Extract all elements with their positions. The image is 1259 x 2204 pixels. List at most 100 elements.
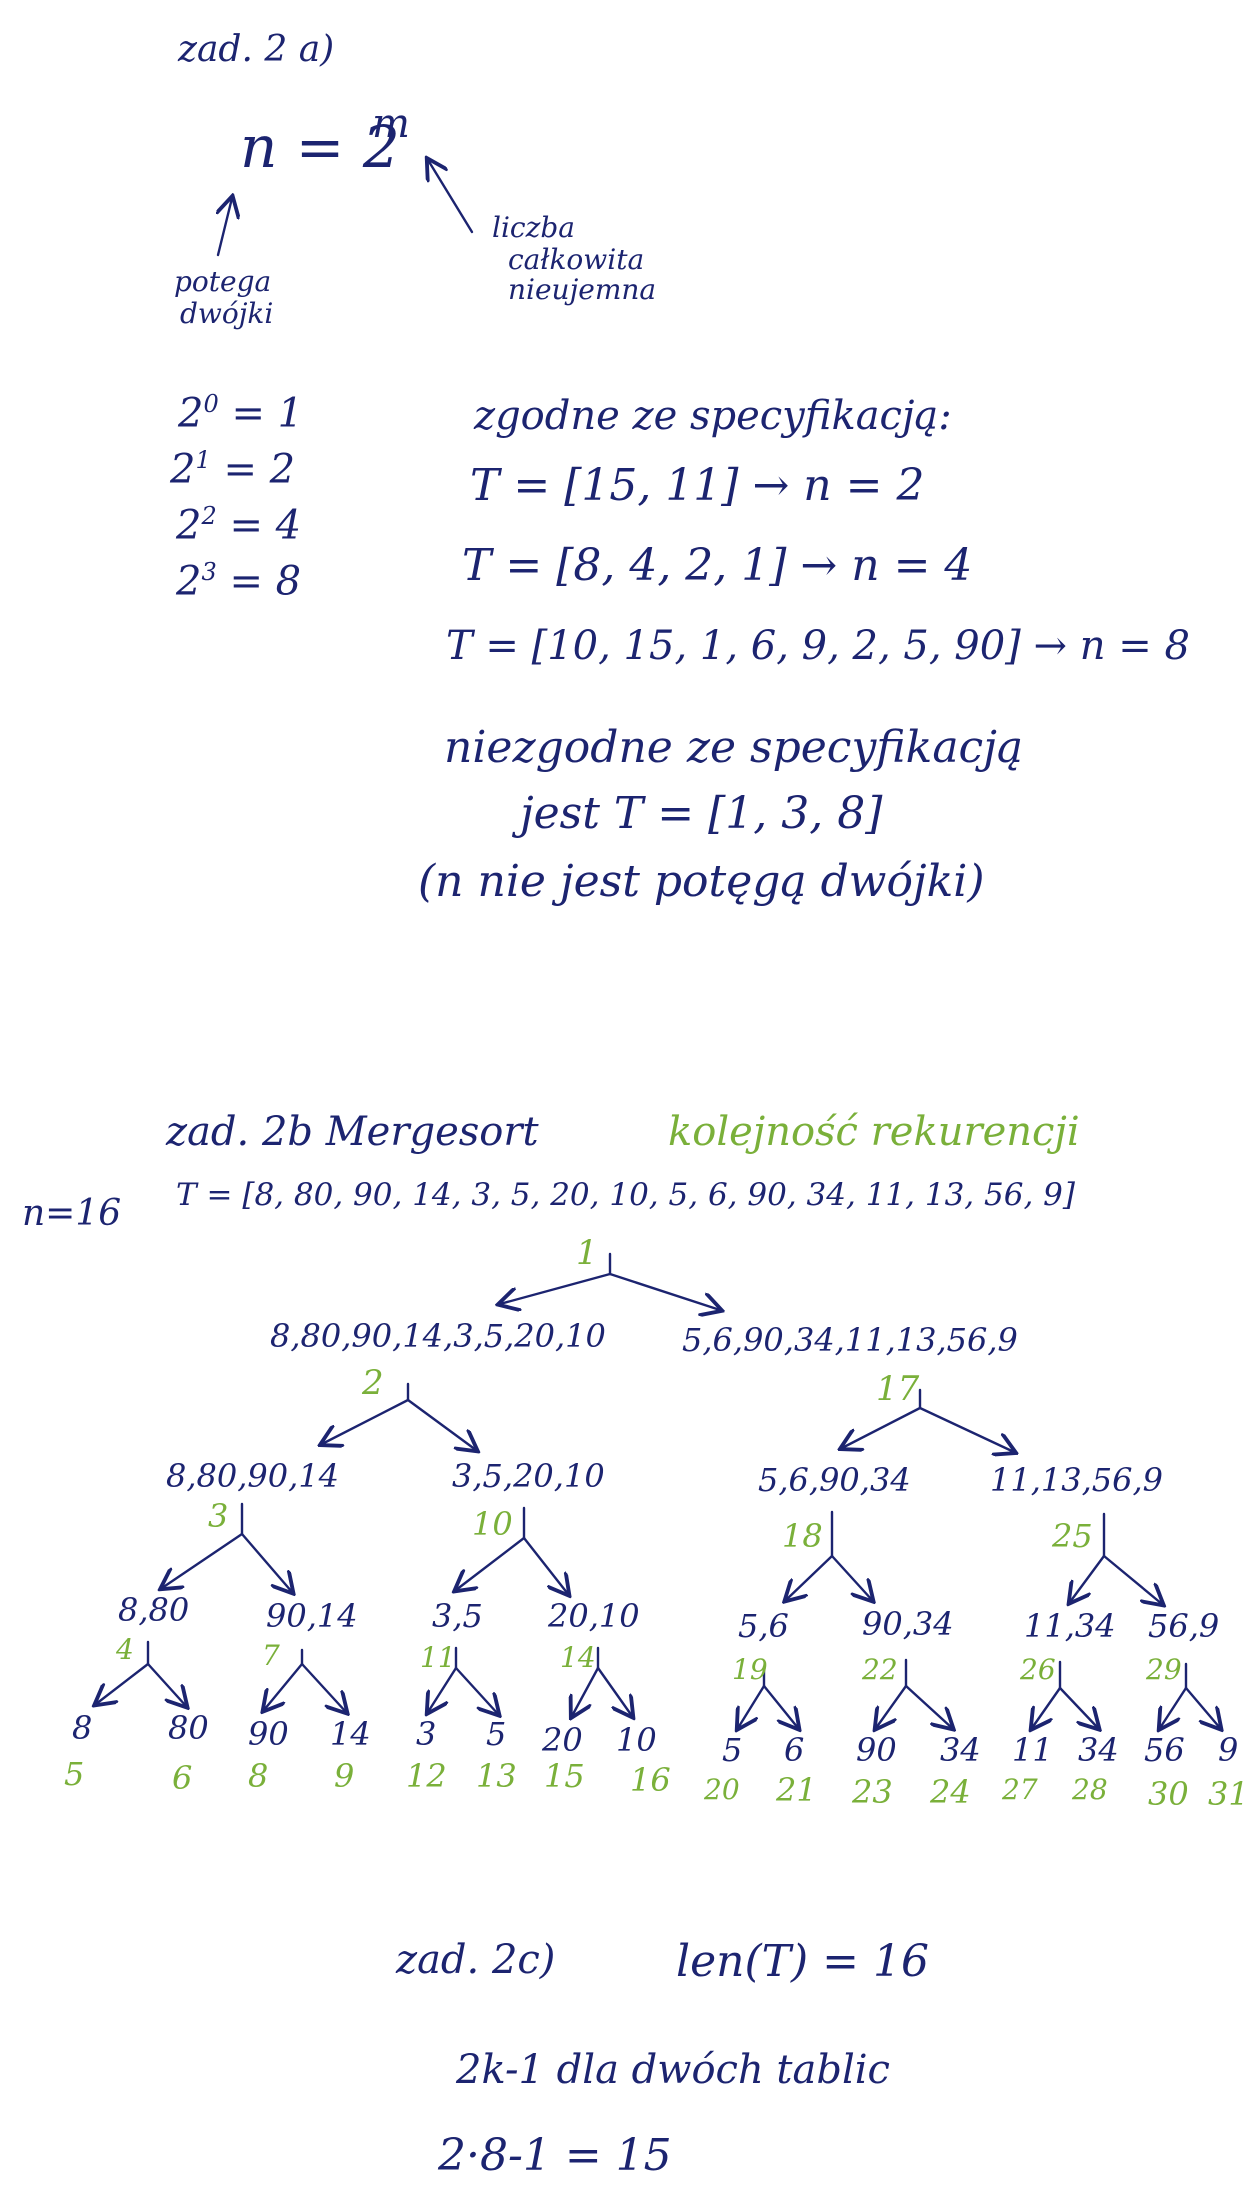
order-level2-2: 10: [472, 1505, 513, 1543]
order-level3-7: 26: [1020, 1653, 1056, 1686]
note-integer-line-2: całkowita: [508, 243, 645, 276]
note-integer-line-3: nieujemna: [508, 273, 657, 306]
tree-leaf-9: 5: [722, 1731, 743, 1769]
tree-level1-left: 8,80,90,14,3,5,20,10: [270, 1317, 606, 1355]
order-leaf-13: 27: [1002, 1773, 1038, 1806]
tree-branch-right-8: [146, 1662, 186, 1706]
arrow-to-base: [218, 198, 232, 257]
tree-level2-node-1: 8,80,90,14: [166, 1457, 340, 1495]
tree-level2-node-3: 5,6,90,34: [758, 1461, 911, 1499]
noncompliant-line-3: (n nie jest potęgą dwójki): [418, 856, 985, 907]
tree-branch-left-7: [1070, 1554, 1106, 1602]
tree-branch-left-12: [738, 1684, 766, 1728]
tree-leaf-13: 11: [1012, 1731, 1053, 1769]
tree-branch-right-6: [830, 1554, 872, 1600]
tree-level3-node-3: 3,5: [432, 1597, 483, 1635]
order-leaf-9: 20: [704, 1773, 740, 1806]
tree-branch-right-9: [300, 1662, 346, 1712]
order-leaf-6: 13: [476, 1757, 517, 1795]
noncompliant-line-2: jest T = [1, 3, 8]: [520, 788, 883, 839]
order-leaf-2: 6: [172, 1759, 193, 1797]
tree-branch-left-8: [96, 1662, 150, 1704]
order-leaf-12: 24: [930, 1773, 971, 1811]
tree-branch-left-11: [572, 1666, 600, 1716]
order-level3-1: 4: [116, 1633, 134, 1666]
order-level2-1: 3: [208, 1497, 229, 1535]
order-leaf-14: 28: [1072, 1773, 1108, 1806]
tree-branch-right-1: [608, 1272, 720, 1310]
tree-level3-node-6: 90,34: [862, 1605, 954, 1643]
order-level3-4: 14: [560, 1641, 596, 1674]
tree-level1-right: 5,6,90,34,11,13,56,9: [682, 1321, 1018, 1359]
tree-branch-right-5: [522, 1536, 568, 1594]
tree-leaf-4: 14: [330, 1715, 371, 1753]
order-level2-3: 18: [782, 1517, 823, 1555]
tree-level2-node-4: 11,13,56,9: [990, 1461, 1164, 1499]
noncompliant-line-1: niezgodne ze specyfikacją: [444, 722, 1024, 773]
order-root: 1: [576, 1233, 598, 1273]
formula-exponent: m: [372, 101, 410, 147]
order-level3-3: 11: [420, 1641, 456, 1674]
tree-branch-right-15: [1184, 1686, 1220, 1728]
order-level3-8: 29: [1146, 1653, 1182, 1686]
note-power-line-2: dwójki: [180, 297, 274, 330]
tree-leaf-11: 90: [856, 1731, 897, 1769]
tree-branch-right-11: [596, 1666, 632, 1716]
tree-branch-left-10: [428, 1666, 458, 1712]
tree-branch-right-7: [1102, 1554, 1162, 1604]
order-level3-6: 22: [862, 1653, 898, 1686]
tree-branch-left-13: [876, 1684, 908, 1728]
formula-base: n = 2: [240, 113, 400, 181]
tree-branch-right-12: [762, 1684, 798, 1728]
order-leaf-8: 16: [630, 1761, 671, 1799]
order-leaf-3: 8: [248, 1757, 269, 1795]
tree-branch-left-3: [842, 1406, 922, 1448]
tree-leaf-8: 10: [616, 1721, 657, 1759]
tree-leaf-12: 34: [940, 1731, 981, 1769]
order-leaf-7: 15: [544, 1757, 585, 1795]
part-c-heading: zad. 2c): [396, 1937, 556, 1983]
tree-branch-left-14: [1032, 1686, 1062, 1728]
tree-branch-left-4: [162, 1532, 244, 1588]
tree-branch-left-5: [456, 1536, 526, 1590]
recursion-order-heading: kolejność rekurencji: [668, 1109, 1080, 1155]
tree-branch-left-9: [264, 1662, 304, 1710]
tree-leaf-10: 6: [784, 1731, 805, 1769]
power-row-2: 22 = 4: [176, 502, 302, 549]
compliant-heading: zgodne ze specyfikacją:: [474, 393, 952, 439]
order-level3-5: 19: [732, 1653, 768, 1686]
tree-branch-right-10: [454, 1666, 498, 1714]
order-level1-right: 17: [876, 1369, 920, 1409]
len-equation: len(T) = 16: [676, 1936, 929, 1987]
compliant-example-3: T = [10, 15, 1, 6, 9, 2, 5, 90] → n = 8: [446, 623, 1190, 669]
tree-branch-right-3: [918, 1406, 1014, 1452]
n-label: n=16: [22, 1193, 122, 1234]
tree-leaf-1: 8: [72, 1709, 93, 1747]
tree-branch-right-13: [904, 1684, 952, 1728]
rule-text: 2k-1 dla dwóch tablic: [456, 2047, 890, 2093]
tree-leaf-15: 56: [1144, 1731, 1185, 1769]
order-leaf-5: 12: [406, 1757, 447, 1795]
order-level3-2: 7: [262, 1639, 280, 1672]
tree-leaf-7: 20: [542, 1721, 583, 1759]
power-row-3: 23 = 8: [176, 558, 302, 605]
tree-level3-node-5: 5,6: [738, 1607, 789, 1645]
power-row-0: 20 = 1: [178, 390, 304, 437]
tree-leaf-16: 9: [1218, 1731, 1239, 1769]
order-leaf-15: 30: [1148, 1775, 1189, 1813]
tree-branch-right-4: [240, 1532, 292, 1592]
tree-level3-node-2: 90,14: [266, 1597, 358, 1635]
tree-branch-left-1: [500, 1272, 612, 1304]
tree-level2-node-2: 3,5,20,10: [452, 1457, 605, 1495]
tree-level3-node-8: 56,9: [1148, 1607, 1220, 1645]
tree-level3-node-7: 11,34: [1024, 1607, 1116, 1645]
tree-leaf-2: 80: [168, 1709, 209, 1747]
compliant-example-2: T = [8, 4, 2, 1] → n = 4: [462, 540, 973, 591]
tree-level3-node-1: 8,80: [118, 1591, 190, 1629]
tree-branch-left-2: [322, 1398, 410, 1444]
tree-leaf-14: 34: [1078, 1731, 1119, 1769]
note-power-line-1: potega: [174, 265, 272, 298]
tree-branch-right-14: [1058, 1686, 1098, 1728]
